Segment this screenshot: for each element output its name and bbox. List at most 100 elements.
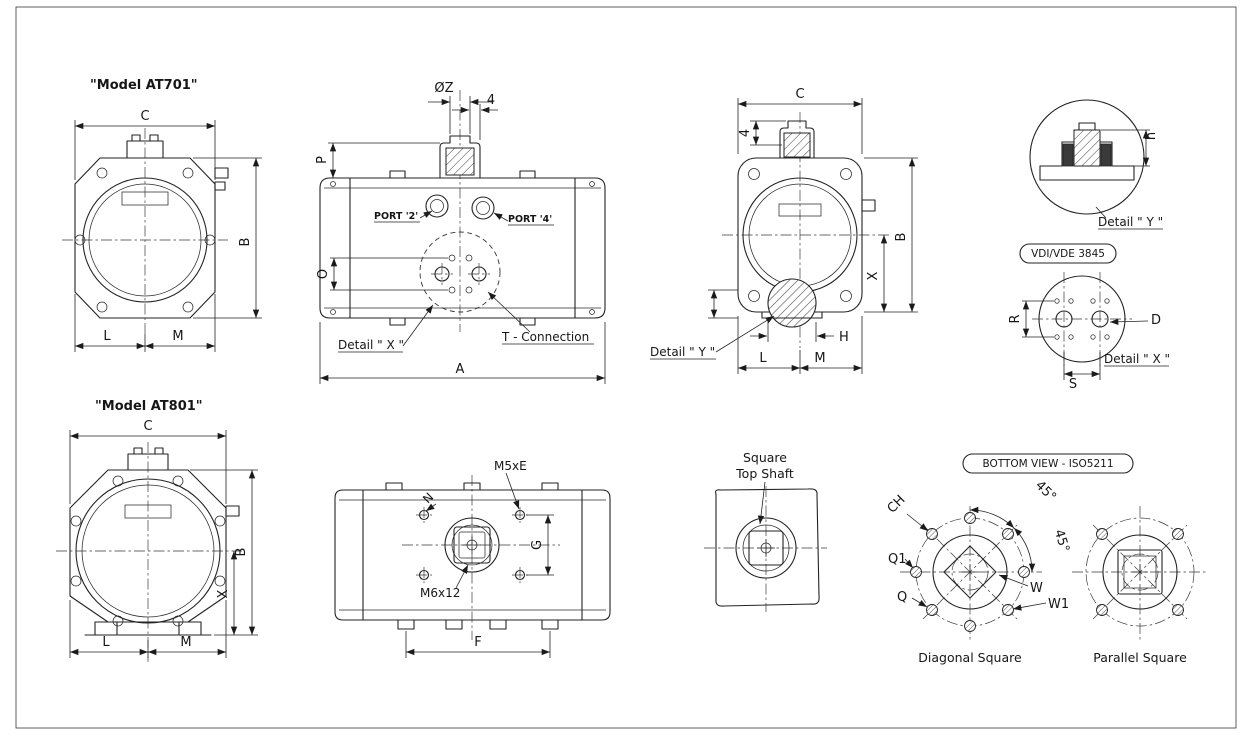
square-drive	[453, 526, 491, 564]
m6x12-callout: M6x12	[420, 564, 469, 600]
parallel-square-caption: Parallel Square	[1093, 650, 1187, 665]
dim-label-w1: W1	[1048, 597, 1069, 612]
view-square-top-shaft: Square Top Shaft	[704, 450, 827, 612]
view-parallel-square: Parallel Square	[1072, 506, 1208, 665]
side-fitting	[214, 167, 229, 179]
shaft-plate-outline	[715, 488, 820, 607]
dim-g: G	[526, 514, 554, 576]
m6x12-label: M6x12	[420, 586, 460, 600]
top-shaft-block	[439, 135, 481, 179]
dim-label-h: H	[839, 330, 849, 345]
dim-p: P	[315, 142, 440, 178]
sheet-border	[15, 6, 1237, 729]
shaft-section-hatched	[1073, 129, 1101, 167]
dim-d: D	[1109, 313, 1161, 328]
dim-label-b: B	[234, 548, 249, 557]
m5xe-callout: M5xE	[494, 459, 527, 510]
detail-y-caption-label: Detail " Y "	[1098, 215, 1163, 229]
dim-q1: Q1	[888, 552, 914, 569]
view-detail-y: h Detail " Y "	[1029, 99, 1163, 230]
dim-label-d: D	[1151, 313, 1161, 328]
dim-label-4: 4	[487, 93, 495, 108]
detail-x-label: Detail " X "	[338, 338, 404, 352]
drive-flange-circle	[444, 517, 500, 573]
dim-b: B	[864, 157, 918, 313]
dim-label-x: X	[216, 589, 231, 598]
dim-label-oz: ØZ	[434, 81, 453, 96]
view-at701-front: "Model AT701" C B	[62, 78, 262, 352]
port-2-callout: PORT '2'	[374, 210, 433, 223]
dim-label-ch: CH	[885, 493, 909, 517]
dim-r: R	[1008, 300, 1054, 338]
dim-label-p: P	[315, 156, 330, 164]
port-4-hole	[471, 196, 495, 220]
dim-label-b: B	[238, 238, 253, 247]
dim-label-45a: 45°	[1032, 478, 1059, 505]
port-4-callout: PORT '4'	[493, 212, 554, 226]
bolt-circle	[1085, 517, 1195, 627]
dim-45-b: 45°	[1013, 527, 1072, 573]
dim-label-m: M	[180, 635, 191, 650]
dim-label-l: L	[102, 635, 110, 650]
end-cap-circle	[75, 478, 221, 624]
dim-label-r: R	[1008, 314, 1023, 323]
square-top-shaft-label-2: Top Shaft	[735, 466, 794, 481]
seal-right	[1100, 143, 1112, 167]
dim-label-l: L	[759, 351, 767, 366]
vdi-badge-label: VDI/VDE 3845	[1031, 248, 1105, 260]
n-label: N	[420, 490, 436, 506]
dim-l-m: L M	[69, 600, 227, 658]
port-4-label: PORT '4'	[508, 214, 552, 225]
shaft-hatch-section	[445, 147, 475, 176]
seal-left	[1062, 143, 1074, 167]
air-port-block	[127, 453, 169, 471]
dim-label-q1: Q1	[888, 552, 907, 567]
iso5211-badge-label: BOTTOM VIEW - ISO5211	[982, 458, 1113, 470]
top-shaft-block	[779, 120, 815, 159]
dim-4: 4	[452, 93, 498, 140]
n-callout: N	[420, 490, 436, 512]
t-connection-label: T - Connection	[501, 330, 589, 344]
side-fitting	[861, 199, 876, 212]
dim-x: X	[866, 235, 888, 312]
dim-l-m: L M	[74, 294, 216, 352]
detail-y-caption: Detail " Y "	[1095, 206, 1163, 230]
dim-x: X	[216, 551, 238, 635]
dim-label-m: M	[814, 351, 825, 366]
dim-label-f: F	[474, 635, 481, 650]
parallel-square-drive	[1117, 549, 1163, 595]
dim-label-m: M	[172, 329, 183, 344]
end-cap-circle	[82, 177, 208, 303]
dim-boss-left	[708, 289, 738, 319]
dim-label-s: S	[1069, 377, 1077, 392]
vdi-badge: VDI/VDE 3845	[1019, 243, 1117, 264]
dim-label-x: X	[866, 271, 881, 280]
dim-h-lower: h	[1101, 129, 1159, 167]
dim-label-4: 4	[738, 129, 753, 137]
detail-x-zone	[419, 231, 501, 313]
dim-c: C	[737, 87, 863, 154]
dim-f: F	[405, 631, 551, 658]
dim-label-q: Q	[897, 590, 907, 605]
dim-s: S	[1063, 352, 1101, 392]
dim-label-a: A	[456, 362, 465, 377]
detail-y-callout: Detail " Y "	[650, 315, 775, 360]
dim-label-g: G	[530, 540, 545, 550]
dim-label-b: B	[894, 233, 909, 242]
dim-oz: ØZ	[428, 81, 492, 134]
view-at701-back: C 4 B X Detail " Y "	[650, 87, 918, 374]
detail-x-caption-label: Detail " X "	[1104, 352, 1170, 366]
dim-c: C	[74, 109, 216, 180]
dim-q: Q	[897, 590, 928, 608]
dim-w: W	[998, 574, 1043, 596]
air-port-block	[126, 140, 164, 159]
detail-x-callout: Detail " X "	[338, 304, 434, 353]
dim-b: B	[190, 469, 258, 636]
dim-o: O	[316, 257, 448, 291]
port-2-label: PORT '2'	[374, 211, 418, 222]
bottom-boss-hatched	[767, 278, 817, 328]
view-detail-x-vdi: R D S Detail " X "	[1008, 272, 1170, 392]
dim-label-45b: 45°	[1051, 528, 1072, 554]
